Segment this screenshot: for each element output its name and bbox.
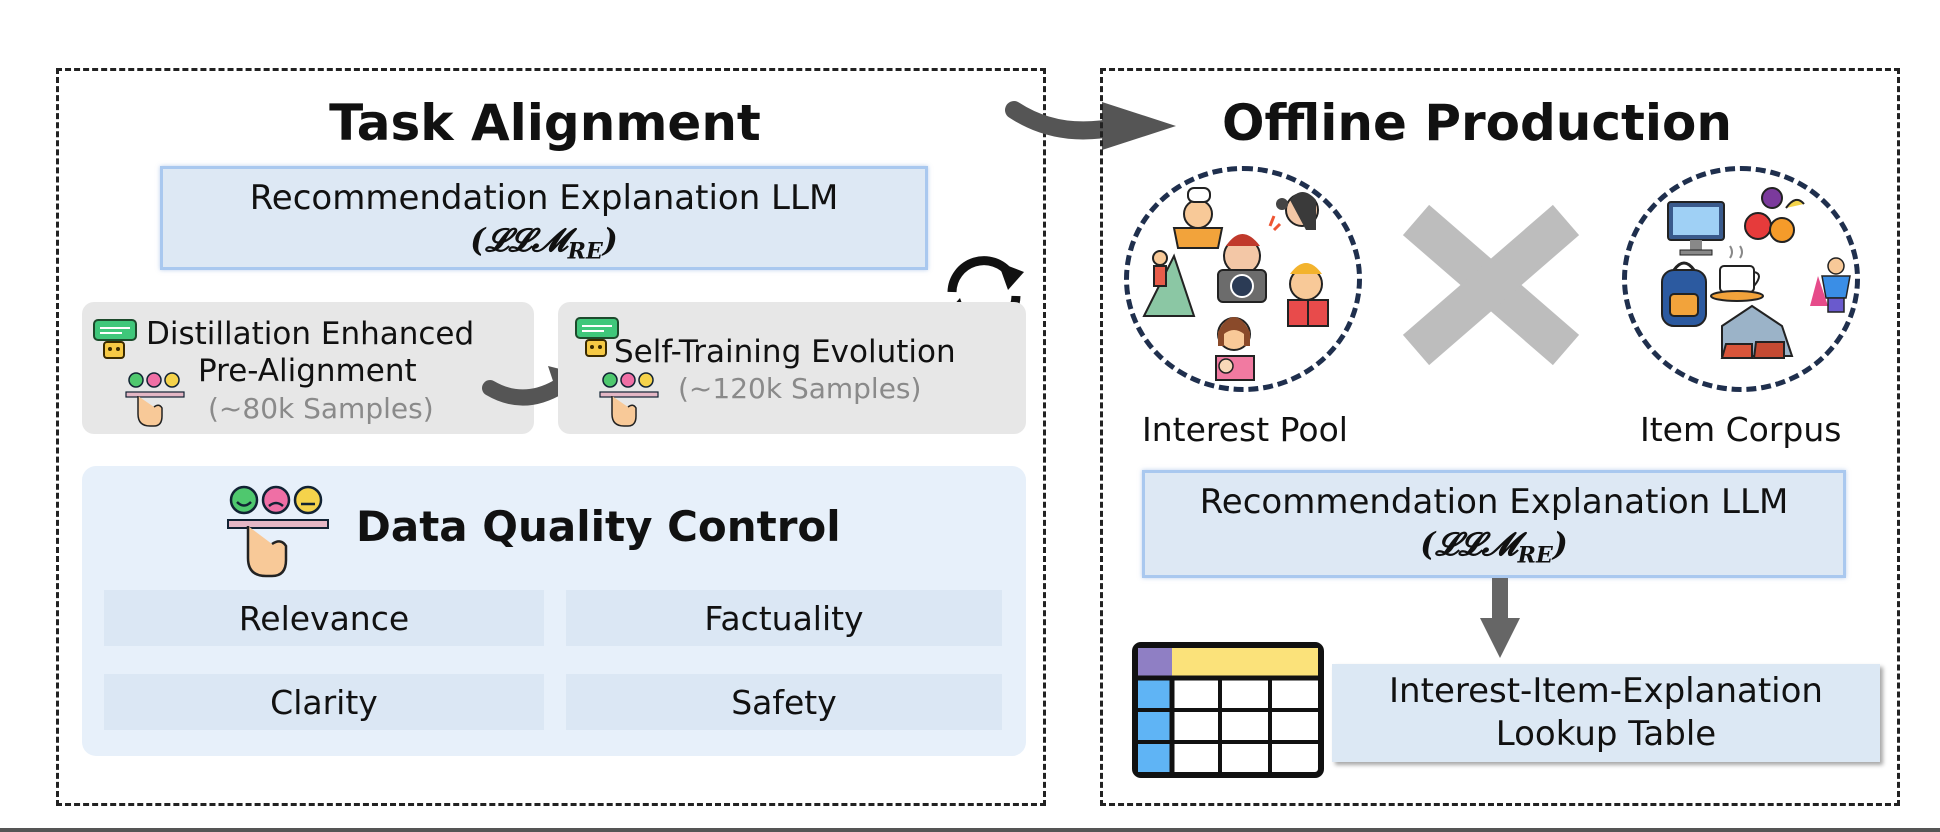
table-icon (1132, 642, 1324, 778)
data-quality-control-title: Data Quality Control (356, 502, 841, 551)
interest-pool-circle (1124, 166, 1362, 392)
llm-re-symbol: (𝓛𝓛𝓜RE) (470, 220, 618, 264)
offline-production-panel (1100, 68, 1900, 806)
chef-icon (1172, 187, 1224, 249)
criterion-factuality: Factuality (566, 590, 1002, 646)
singer-icon (1268, 192, 1319, 232)
climber-icon (1142, 250, 1196, 317)
lookup-table-line1: Interest-Item-Explanation (1389, 671, 1823, 711)
llm-box-title: Recommendation Explanation LLM (249, 178, 839, 218)
task-alignment-title: Task Alignment (329, 94, 761, 152)
item-corpus-circle (1622, 166, 1860, 392)
boots-icon (1720, 304, 1794, 359)
distillation-line1: Distillation Enhanced (146, 316, 475, 352)
reader-icon (1287, 263, 1329, 327)
emoji-rating-icon (599, 372, 659, 427)
distillation-samples: (~80k Samples) (208, 392, 434, 425)
bottom-divider (0, 828, 1940, 832)
interest-pool-illustrations (1142, 187, 1329, 381)
down-arrow (1480, 578, 1520, 658)
lookup-table-line2: Lookup Table (1495, 713, 1717, 754)
item-corpus-illustrations (1661, 187, 1851, 359)
emoji-rating-icon (227, 485, 329, 578)
self-training-stage-label: Self-Training Evolution (614, 334, 956, 370)
distillation-stage-label: Distillation Enhanced Pre-Alignment (146, 316, 526, 390)
production-llm-box: Recommendation Explanation LLM (𝓛𝓛𝓜RE) (1142, 470, 1846, 578)
computer-icon (1667, 201, 1725, 256)
production-llm-symbol: (𝓛𝓛𝓜RE) (1420, 524, 1568, 568)
criterion-relevance: Relevance (104, 590, 544, 646)
task-alignment-panel (56, 68, 1046, 806)
emoji-rating-icon (125, 372, 185, 427)
panel-transition-arrow (1005, 101, 1176, 150)
distillation-line2: Pre-Alignment (198, 353, 417, 390)
recommendation-explanation-llm-box: Recommendation Explanation LLM (𝓛𝓛𝓜RE) (160, 166, 928, 270)
lookup-table-box: Interest-Item-Explanation Lookup Table (1332, 664, 1880, 762)
coffee-icon (1710, 245, 1764, 302)
camera-icon (1217, 234, 1267, 303)
offline-production-title: Offline Production (1221, 94, 1733, 152)
mother-icon (1215, 317, 1255, 381)
feedback-icon (575, 317, 619, 357)
cross-icon (1402, 204, 1580, 366)
criterion-clarity: Clarity (104, 674, 544, 730)
interest-pool-label: Interest Pool (1142, 410, 1348, 449)
criterion-safety: Safety (566, 674, 1002, 730)
self-training-samples: (~120k Samples) (678, 372, 922, 405)
fruit-icon (1744, 187, 1805, 243)
hero-toy-icon (1810, 257, 1851, 313)
backpack-icon (1661, 261, 1707, 327)
feedback-icon (93, 319, 137, 359)
item-corpus-label: Item Corpus (1640, 410, 1842, 449)
production-llm-title: Recommendation Explanation LLM (1199, 482, 1789, 522)
